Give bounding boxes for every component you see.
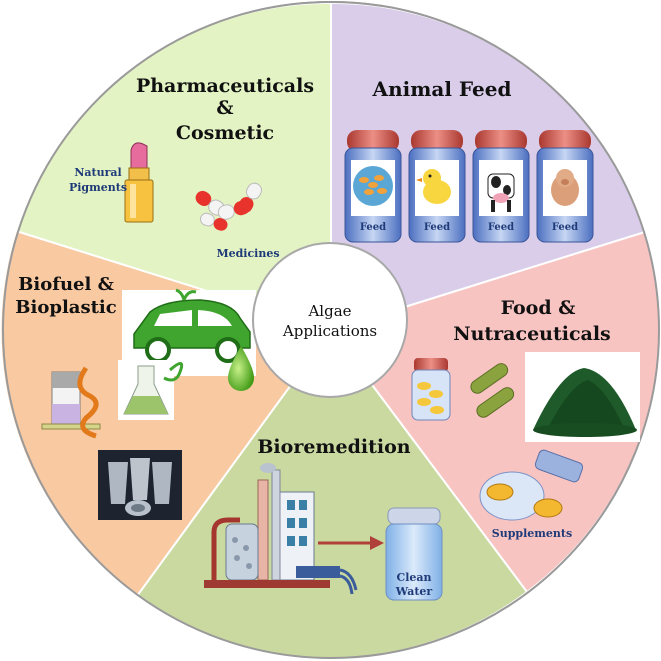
feed-jar-chick: Feed [408, 130, 466, 243]
clean-water-line1: Clean [396, 571, 431, 584]
natural-pigments-line1: Natural [74, 166, 121, 179]
pharma-title-line2: & [216, 97, 233, 119]
biofuel-drop-icon [228, 346, 254, 391]
green-capsules-icon [470, 363, 515, 418]
bioplastic-cups-image [98, 450, 182, 520]
clean-water-line2: Water [395, 585, 433, 598]
feed-jar-label: Feed [488, 222, 514, 233]
feed-jar-label: Feed [552, 222, 578, 233]
spirulina-powder-image [525, 352, 640, 442]
center-label-line2: Applications [282, 322, 377, 340]
feed-jar-label: Feed [360, 222, 386, 233]
feed-jar-label: Feed [424, 222, 450, 233]
feed-jar-fish: Feed [344, 130, 402, 243]
feed-jar-pig: Feed [536, 130, 594, 243]
clean-water-jar-icon [385, 507, 443, 601]
center-circle [252, 242, 408, 398]
feed-jars: Feed Feed Feed Feed [344, 130, 594, 243]
food-title-line2: Nutraceuticals [453, 323, 611, 345]
natural-pigments-line2: Pigments [69, 181, 127, 194]
factory-icon [204, 463, 358, 595]
bioremediation-title: Bioremedition [257, 436, 410, 458]
test-tube-icon [41, 366, 101, 439]
medicines-label: Medicines [216, 247, 279, 260]
animal-feed-title: Animal Feed [372, 77, 512, 101]
lipstick-icon [124, 142, 154, 223]
food-title-line1: Food & [501, 297, 576, 319]
arrow-right-icon [318, 536, 384, 550]
supplements-label: Supplements [492, 527, 572, 540]
center-label-line1: Algae [307, 302, 351, 320]
pharma-title-line3: Cosmetic [176, 122, 274, 144]
capsule-pills-icon [195, 182, 262, 231]
softgel-jar-icon [479, 449, 584, 521]
biofuel-title-line2: Bioplastic [15, 297, 116, 318]
biofuel-title-line1: Biofuel & [18, 274, 114, 295]
supplement-jar-icon [411, 358, 451, 421]
flask-icon [118, 360, 184, 420]
pharma-title-line1: Pharmaceuticals [136, 75, 314, 97]
feed-jar-cow: Feed [472, 130, 530, 243]
